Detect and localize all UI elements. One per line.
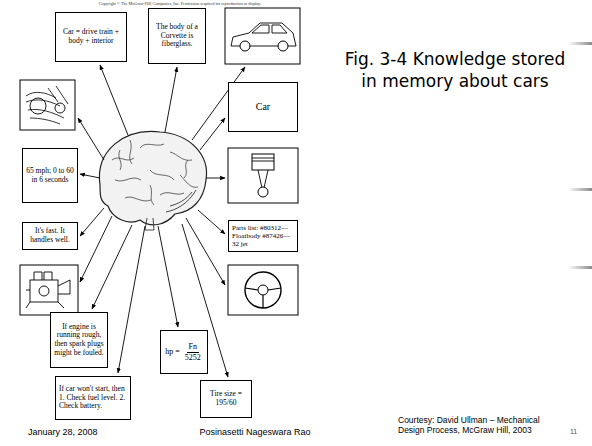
- steering-wheel: [245, 288, 281, 308]
- memory-arrow: [186, 218, 225, 285]
- memory-arrow: [80, 216, 112, 282]
- box-text: Car = drive train + body + interior: [59, 28, 123, 45]
- engine-sketch: [26, 86, 68, 124]
- picture-box: [225, 8, 300, 64]
- piston-drawing: [258, 187, 268, 197]
- box-text: It's fast. It handles well.: [26, 227, 74, 244]
- steering-wheel: [258, 285, 268, 295]
- box-text: Tire size = 195/60: [204, 390, 248, 407]
- knowledge-box: Tire size = 195/60: [200, 380, 252, 418]
- picture-box: [20, 265, 78, 315]
- box-text: The body of a Corvette is fiberglass.: [152, 23, 202, 49]
- memory-arrow: [206, 178, 225, 179]
- memory-arrow: [165, 67, 177, 132]
- slide-title: Fig. 3-4 Knowledge stored in memory abou…: [338, 48, 572, 92]
- piston-drawing: [252, 154, 274, 170]
- knowledge-box: hp = Fn5252: [160, 330, 208, 374]
- engine-drawing: [30, 280, 58, 302]
- knowledge-box: Car = drive train + body + interior: [55, 12, 127, 62]
- knowledge-box: Car: [228, 82, 298, 132]
- memory-arrow: [92, 225, 132, 309]
- knowledge-box: If engine is running rough, then spark p…: [50, 312, 108, 368]
- box-text: If engine is running rough, then spark p…: [54, 323, 104, 358]
- formula-denominator: 5252: [183, 353, 203, 362]
- brain-outline: [99, 132, 206, 225]
- brain-stem: [145, 190, 196, 230]
- memory-arrow: [200, 118, 225, 150]
- author-name: Posinasetti Nageswara Rao: [180, 427, 330, 438]
- car-wheel: [278, 41, 288, 51]
- engine-sketch: [55, 103, 65, 113]
- slide-number: 11: [570, 428, 586, 436]
- memory-arrow: [198, 210, 225, 234]
- box-text: 65 mph; 0 to 60 in 6 seconds: [26, 167, 74, 184]
- steering-wheel: [245, 272, 281, 308]
- source-credit: Courtesy: David Ullman – Mechanical Desi…: [398, 415, 566, 435]
- knowledge-box: 65 mph; 0 to 60 in 6 seconds: [22, 148, 78, 203]
- knowledge-box: If car won't start, then 1. Check fuel l…: [55, 376, 131, 420]
- box-text: Parts list: #80312—Floatbody #87426—32 j…: [232, 224, 294, 248]
- engine-drawing: [26, 272, 70, 308]
- picture-box: [20, 80, 75, 130]
- memory-arrow: [158, 226, 178, 327]
- knowledge-box: Parts list: #80312—Floatbody #87426—32 j…: [228, 220, 298, 252]
- memory-arrow: [78, 118, 104, 160]
- slide-date: January 28, 2008: [28, 427, 148, 438]
- memory-arrow: [80, 174, 100, 178]
- slide-decoration: [568, 188, 592, 191]
- memory-arrow: [118, 226, 145, 373]
- formula-text: hp =: [165, 347, 180, 356]
- slide-decoration: [568, 266, 592, 269]
- engine-drawing: [39, 286, 49, 296]
- picture-box: [228, 148, 298, 203]
- knowledge-box: The body of a Corvette is fiberglass.: [148, 8, 206, 64]
- picture-box: [228, 265, 298, 315]
- memory-arrow: [100, 65, 128, 135]
- memory-arrow: [80, 208, 104, 236]
- engine-sketch: [30, 98, 46, 114]
- brain-folds: [112, 140, 198, 205]
- copyright-note: Copyright © The McGraw-Hill Companies, I…: [60, 1, 300, 6]
- knowledge-box: It's fast. It handles well.: [22, 222, 78, 250]
- slide-decoration: [568, 42, 592, 45]
- box-text: Car: [232, 101, 294, 113]
- box-text: If car won't start, then 1. Check fuel l…: [59, 385, 127, 411]
- piston-drawing: [252, 158, 274, 188]
- formula-numerator: Fn: [187, 342, 199, 352]
- car-wheel: [240, 41, 250, 51]
